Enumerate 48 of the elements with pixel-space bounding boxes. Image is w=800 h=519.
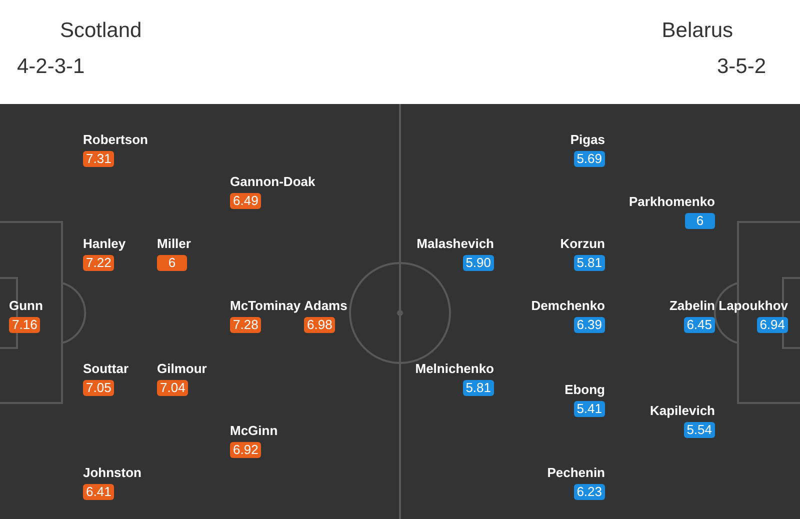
rating-badge: 7.05	[83, 380, 114, 396]
player-name: Gilmour	[157, 361, 207, 376]
player-name: Gannon-Doak	[230, 174, 316, 189]
player-name: Hanley	[83, 236, 126, 251]
rating-badge: 6.92	[230, 442, 262, 458]
player-name: McTominay	[230, 298, 301, 313]
rating-badge: 5.54	[684, 422, 715, 438]
player-name: Kapilevich	[650, 403, 715, 418]
rating-badge: 6.98	[304, 317, 336, 333]
team-name: Belarus	[662, 19, 733, 43]
player-name: Demchenko	[531, 298, 605, 313]
rating-badge: 7.22	[83, 255, 114, 271]
rating-badge: 7.28	[230, 317, 262, 333]
player-name: Korzun	[560, 236, 605, 251]
rating-badge: 6.23	[574, 484, 605, 500]
player-name: Zabelin	[669, 298, 715, 313]
player-name: McGinn	[230, 423, 278, 438]
rating-badge: 6	[685, 213, 715, 229]
rating-badge: 6	[157, 255, 187, 271]
player-name: Johnston	[83, 465, 142, 480]
player-name: Souttar	[83, 361, 128, 376]
formation: 4-2-3-1	[17, 55, 85, 79]
rating-badge: 6.39	[574, 317, 605, 333]
player-name: Malashevich	[416, 236, 494, 251]
rating-badge: 5.90	[462, 255, 494, 271]
player-name: Robertson	[83, 132, 148, 147]
rating-badge: 7.31	[83, 151, 114, 167]
rating-badge: 6.45	[684, 317, 715, 333]
rating-badge: 6.49	[230, 193, 262, 209]
player-name: Lapoukhov	[718, 298, 788, 313]
rating-badge: 5.81	[574, 255, 605, 271]
player-name: Pechenin	[547, 465, 605, 480]
rating-badge: 7.16	[9, 317, 40, 333]
rating-badge: 5.41	[574, 401, 605, 417]
player-name: Parkhomenko	[629, 194, 715, 209]
rating-badge: 6.41	[83, 484, 114, 500]
rating-badge: 5.69	[574, 151, 605, 167]
player-name: Miller	[157, 236, 191, 251]
player-name: Gunn	[9, 298, 43, 313]
rating-badge: 6.94	[756, 317, 788, 333]
team-name: Scotland	[60, 19, 142, 43]
formation: 3-5-2	[716, 55, 766, 79]
player-name: Adams	[304, 298, 348, 313]
player-name: Ebong	[564, 382, 605, 397]
player-name: Melnichenko	[415, 361, 494, 376]
rating-badge: 5.81	[462, 380, 494, 396]
player-name: Pigas	[570, 132, 605, 147]
rating-badge: 7.04	[157, 380, 188, 396]
